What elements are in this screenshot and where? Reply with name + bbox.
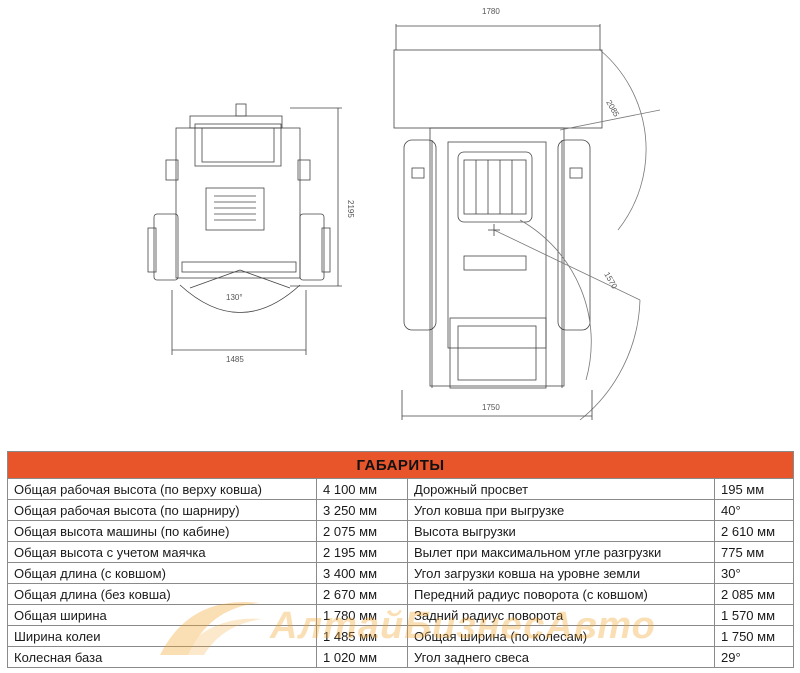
value-left: 3 400 мм — [316, 562, 408, 584]
value-left: 4 100 мм — [316, 478, 408, 500]
table-row: Общая рабочая высота (по верху ковша)4 1… — [7, 478, 795, 500]
param-right: Угол ковша при выгрузке — [407, 499, 715, 521]
rear-view — [147, 103, 342, 355]
param-right: Общая ширина (по колесам) — [407, 625, 715, 647]
value-right: 40° — [713, 499, 795, 521]
dim-height: 2195 — [346, 200, 355, 218]
param-right: Высота выгрузки — [407, 520, 715, 542]
value-right: 1 750 мм — [713, 625, 795, 647]
param-right: Задний радиус поворота — [407, 604, 715, 626]
dim-wheel-width: 1750 — [482, 403, 500, 412]
param-right: Дорожный просвет — [407, 478, 715, 500]
technical-drawing: 1780 2085 2195 130° 1570 1485 1750 — [147, 7, 661, 421]
dim-angle: 130° — [226, 293, 243, 302]
value-left: 1 485 мм — [316, 625, 408, 647]
param-left: Общая высота с учетом маячка — [7, 541, 317, 563]
value-right: 1 570 мм — [713, 604, 795, 626]
value-left: 3 250 мм — [316, 499, 408, 521]
value-right: 29° — [713, 646, 795, 668]
value-left: 2 195 мм — [316, 541, 408, 563]
dim-top-width: 1780 — [482, 7, 500, 16]
param-left: Общая рабочая высота (по верху ковша) — [7, 478, 317, 500]
loader-drawing-svg: 1780 2085 2195 130° 1570 1485 1750 — [147, 7, 661, 421]
param-right: Вылет при максимальном угле разгрузки — [407, 541, 715, 563]
param-right: Угол загрузки ковша на уровне земли — [407, 562, 715, 584]
value-left: 1 780 мм — [316, 604, 408, 626]
param-right: Угол заднего свеса — [407, 646, 715, 668]
table-title-row: ГАБАРИТЫ — [6, 451, 795, 479]
param-left: Общая длина (с ковшом) — [7, 562, 317, 584]
param-left: Ширина колеи — [7, 625, 317, 647]
value-left: 2 670 мм — [316, 583, 408, 605]
param-left: Общая ширина — [7, 604, 317, 626]
dimensions-table-body: ГАБАРИТЫ Общая рабочая высота (по верху … — [6, 451, 795, 668]
param-left: Колесная база — [7, 646, 317, 668]
value-left: 2 075 мм — [316, 520, 408, 542]
value-right: 195 мм — [713, 478, 795, 500]
value-right: 775 мм — [713, 541, 795, 563]
value-right: 2 610 мм — [713, 520, 795, 542]
dimensions-table: ГАБАРИТЫ Общая рабочая высота (по верху … — [6, 451, 795, 668]
param-left: Общая рабочая высота (по шарниру) — [7, 499, 317, 521]
table-row: Общая рабочая высота (по шарниру)3 250 м… — [7, 499, 795, 521]
value-left: 1 020 мм — [316, 646, 408, 668]
value-right: 30° — [713, 562, 795, 584]
value-right: 2 085 мм — [713, 583, 795, 605]
param-left: Общая длина (без ковша) — [7, 583, 317, 605]
table-title: ГАБАРИТЫ — [6, 451, 795, 479]
param-left: Общая высота машины (по кабине) — [7, 520, 317, 542]
dim-radius-front: 1570 — [602, 271, 619, 291]
top-view — [393, 24, 661, 421]
param-right: Передний радиус поворота (с ковшом) — [407, 583, 715, 605]
dim-track-width: 1485 — [226, 355, 244, 364]
dim-radius-outer: 2085 — [604, 99, 621, 119]
